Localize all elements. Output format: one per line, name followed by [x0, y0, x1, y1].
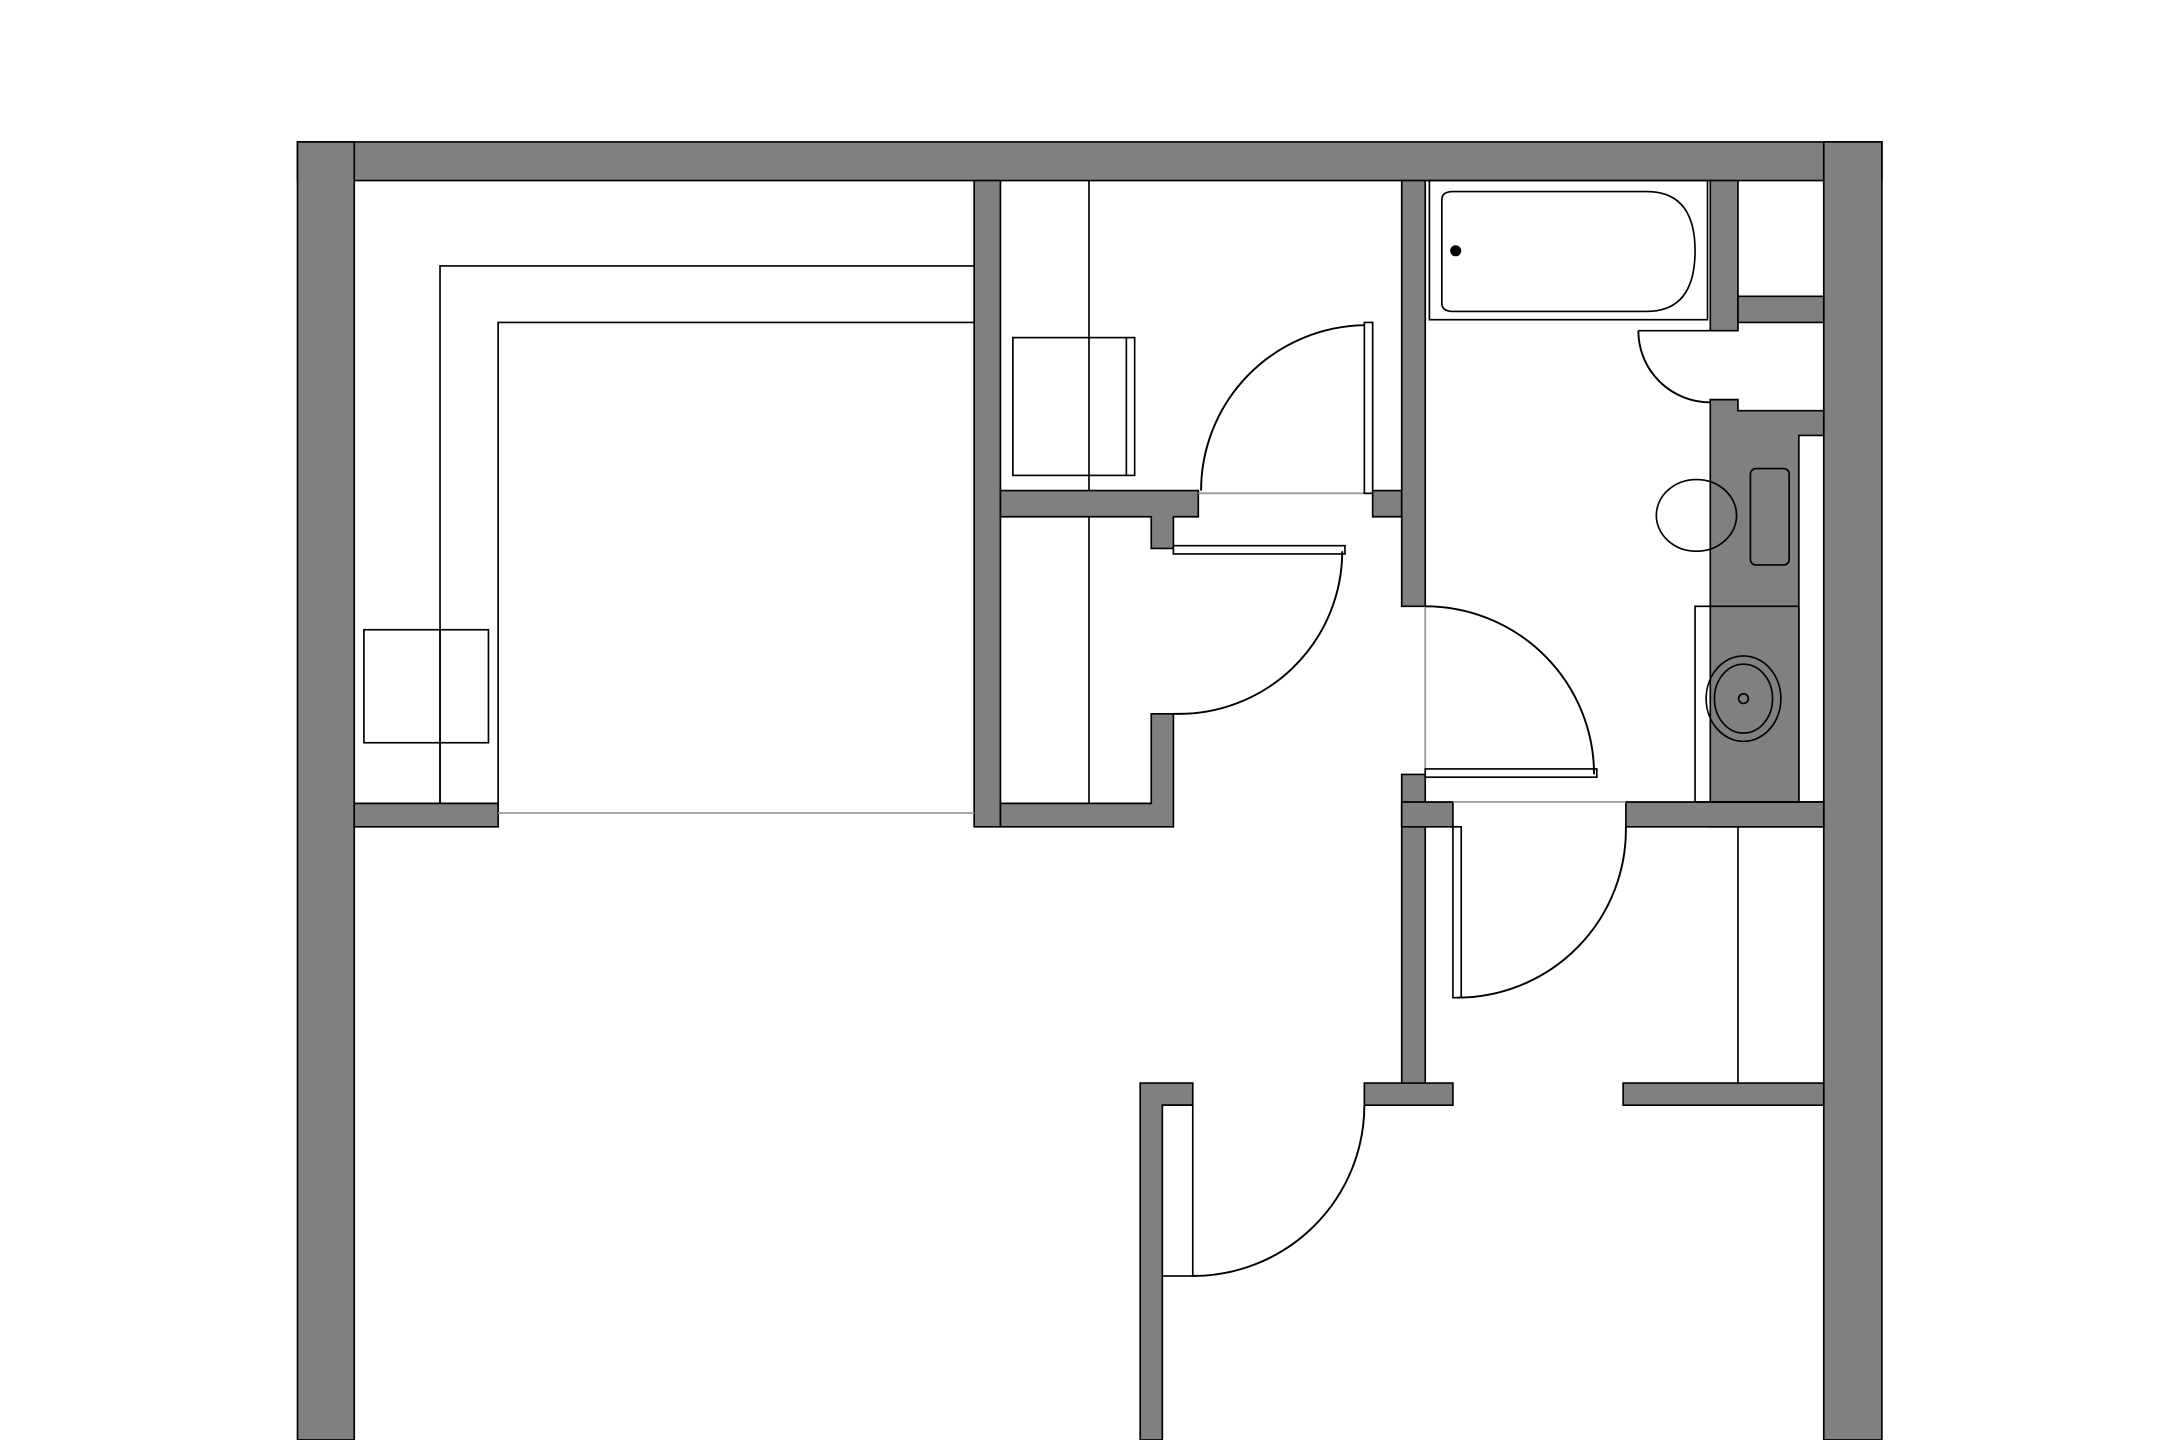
hall-closet-bottom-wall-right	[1622, 1082, 1825, 1106]
bath-bottom-wall-left	[1400, 801, 1454, 828]
sink-basin-inner	[1713, 663, 1774, 734]
exterior-wall-top	[296, 141, 1883, 182]
toilet-icon	[1655, 467, 1790, 566]
door-leaf	[1161, 1104, 1194, 1277]
door-swing-arc	[1637, 330, 1711, 404]
washer-box	[1012, 336, 1136, 477]
bathtub-icon	[1428, 179, 1709, 321]
closet-shelf-outer	[439, 265, 975, 804]
door-swing-arc	[1457, 826, 1627, 999]
closet-left-wall	[973, 179, 1002, 828]
door-storage[interactable]	[1637, 329, 1711, 404]
door-leaf	[1363, 321, 1374, 495]
door-swing-arc	[1192, 1105, 1366, 1277]
door-openings	[498, 492, 1626, 814]
door-leaf	[1172, 544, 1346, 555]
bathtub-drain	[1450, 245, 1462, 257]
closet-cabinet	[363, 628, 490, 744]
storage-lower-wall	[1709, 398, 1825, 828]
closet-shelf-inner	[497, 321, 975, 804]
door-swing-arc	[1200, 324, 1365, 491]
bathtub-outer	[1428, 179, 1709, 321]
vanity-counter	[1694, 605, 1800, 803]
exterior-wall-left	[296, 141, 356, 1440]
bedroom-closet	[363, 265, 975, 804]
hall-closet-left-wall	[1400, 825, 1427, 1106]
bath-left-wall	[1400, 179, 1427, 608]
door-bathroom[interactable]	[1424, 605, 1598, 779]
exterior-wall-right	[1822, 141, 1883, 1440]
closet-divider-wall	[999, 489, 1200, 550]
sink-icon	[1694, 605, 1800, 803]
closet-lower-wall	[999, 712, 1175, 828]
walls	[296, 141, 1883, 1440]
toilet-tank	[1749, 467, 1790, 566]
toilet-bowl	[1655, 478, 1738, 553]
hall-closet-bottom-wall-left	[1363, 1082, 1454, 1106]
bedroom-bottom-wall	[353, 802, 499, 828]
sink-drain	[1737, 692, 1750, 705]
closet-divider-right-stub	[1371, 489, 1403, 518]
bathtub-inner	[1441, 190, 1696, 313]
door-leaf	[1452, 825, 1463, 999]
sink-basin-outer	[1705, 655, 1782, 743]
door-lower-closet[interactable]	[1172, 544, 1346, 715]
door-hall-closet[interactable]	[1452, 825, 1627, 999]
tub-right-wall	[1709, 179, 1739, 332]
door-upper-closet[interactable]	[1200, 321, 1374, 495]
door-leaf	[1424, 768, 1598, 779]
linen-closet-upper	[1012, 180, 1136, 491]
door-entry[interactable]	[1161, 1104, 1366, 1277]
door-swing-arc	[1425, 605, 1596, 775]
door-swing-arc	[1173, 551, 1344, 715]
storage-upper-wall	[1737, 295, 1825, 324]
bath-bottom-wall-right	[1625, 801, 1825, 828]
